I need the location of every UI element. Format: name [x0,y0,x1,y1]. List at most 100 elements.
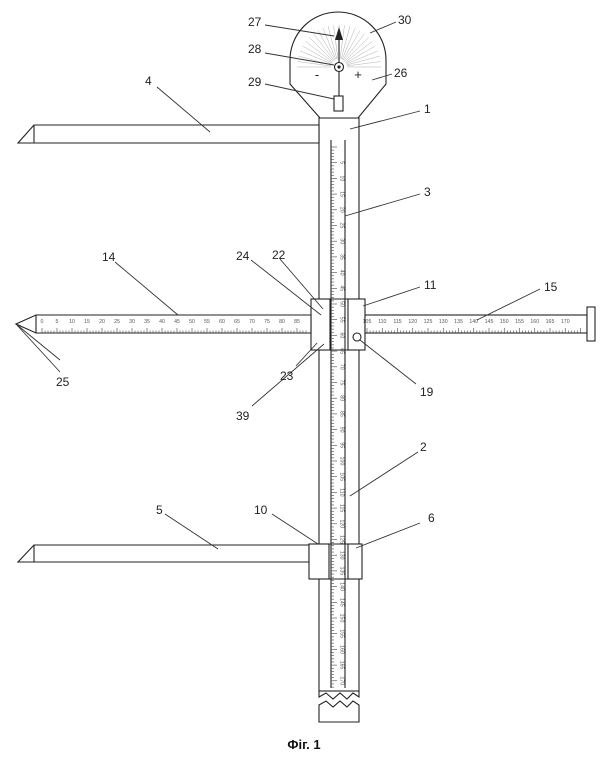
right-scale-number: 135 [454,319,463,325]
left-scale-number: 45 [174,319,180,325]
left-scale-number: 30 [129,319,135,325]
dial-ray [345,45,376,64]
dial-ray [313,33,335,61]
left-scale-number: 70 [249,319,255,325]
vertical-scale-number: 75 [339,380,345,386]
vertical-scale-number: 165 [339,661,345,670]
vertical-scale-number: 35 [339,254,345,260]
left-scale-number: 15 [84,319,90,325]
vertical-scale-number: 5 [339,161,345,164]
right-scale-number: 125 [424,319,433,325]
right-scale-number: 105 [363,319,372,325]
dial-scale-rays [297,25,381,68]
ref-label-23: 23 [280,369,294,383]
ref-label-6: 6 [428,511,435,525]
vertical-scale-number: 60 [339,333,345,339]
left-scale-number: 55 [204,319,210,325]
left-scale-number: 65 [234,319,240,325]
vertical-scale-number: 95 [339,442,345,448]
figure-caption: Фіг. 1 [287,737,320,752]
vertical-scale-ticks [331,146,337,688]
dial-ray [300,50,332,65]
dial-ray [309,37,334,62]
dial-ray [333,25,339,60]
ref-label-4: 4 [145,74,152,88]
ref-label-11: 11 [424,278,437,292]
ref-label-19: 19 [420,385,434,399]
right-scale-number: 160 [530,319,539,325]
ref-label-28: 28 [248,42,262,56]
vertical-scale-number: 55 [339,317,345,323]
reference-numerals: 27 30 28 26 29 4 1 3 14 24 22 11 15 25 2… [56,13,558,525]
ref-label-26: 26 [394,66,408,80]
right-scale-ticks [366,328,581,333]
ref-label-1: 1 [424,102,431,116]
vertical-scale-number: 140 [339,582,345,591]
vertical-scale-number: 40 [339,270,345,276]
dial-ray [305,41,333,63]
dial-pointer-arrow-icon [335,27,343,40]
vertical-scale-number: 120 [339,519,345,528]
vertical-scale-number: 80 [339,395,345,401]
right-ruler-end-stop [586,306,596,342]
lower-arm [16,544,310,563]
dial-plus-sign: + [354,67,362,82]
left-scale-number: 80 [279,319,285,325]
vertical-scale-number: 70 [339,364,345,370]
right-scale-number: 110 [378,319,386,325]
left-scale-number: 85 [294,319,300,325]
right-scale-number: 170 [561,319,570,325]
left-scale-number: 0 [41,319,44,325]
right-scale-number: 155 [515,319,524,325]
ref-label-27: 27 [248,15,262,29]
dial-ray [327,26,338,60]
dial-probe-block [333,95,344,112]
left-scale-number: 10 [69,319,75,325]
dial-ray [343,33,365,61]
right-scale-number: 150 [500,319,509,325]
vertical-scale-number: 125 [339,535,345,544]
vertical-scale-number: 30 [339,238,345,244]
vertical-scale-number: 150 [339,614,345,623]
right-scale-number: 130 [439,319,448,325]
vertical-scale-number: 50 [339,301,345,307]
dial-ray [317,30,336,61]
left-scale-number: 40 [159,319,165,325]
vertical-scale-number: 10 [339,176,345,182]
ref-label-30: 30 [398,13,412,27]
left-scale-number: 60 [219,319,225,325]
vertical-scale-number: 65 [339,348,345,354]
dial-minus-sign: - [315,67,319,82]
vertical-scale-number: 90 [339,427,345,433]
vertical-scale-number: 115 [339,504,345,512]
main-vertical-ruler: 5101520253035404550556065707580859095100… [318,117,360,723]
ref-label-24: 24 [236,249,250,263]
vertical-scale-number: 45 [339,285,345,291]
ref-label-25: 25 [56,375,70,389]
dial-ray [322,28,337,60]
dial-ray [340,26,351,60]
ref-label-29: 29 [248,75,262,89]
vertical-scale-number: 155 [339,629,345,638]
vertical-scale-number: 20 [339,207,345,213]
vertical-scale-number: 135 [339,567,345,576]
vertical-scale-number: 160 [339,645,345,654]
leader-lines [15,21,541,550]
left-scale-number: 25 [114,319,120,325]
dial-ray [342,30,361,61]
left-scale-number: 75 [264,319,270,325]
left-scale-number: 5 [56,319,59,325]
left-scale-number: 35 [144,319,150,325]
vertical-scale-number: 130 [339,551,345,560]
vertical-scale-numbers: 5101520253035404550556065707580859095100… [339,161,345,685]
vertical-scale-number: 105 [339,472,345,481]
dial-ray [344,37,369,62]
ref-label-2: 2 [420,440,427,454]
vertical-scale-number: 170 [339,676,345,685]
ref-label-14: 14 [102,250,116,264]
dial-housing: - + [289,11,387,119]
vertical-scale-number: 15 [339,191,345,197]
